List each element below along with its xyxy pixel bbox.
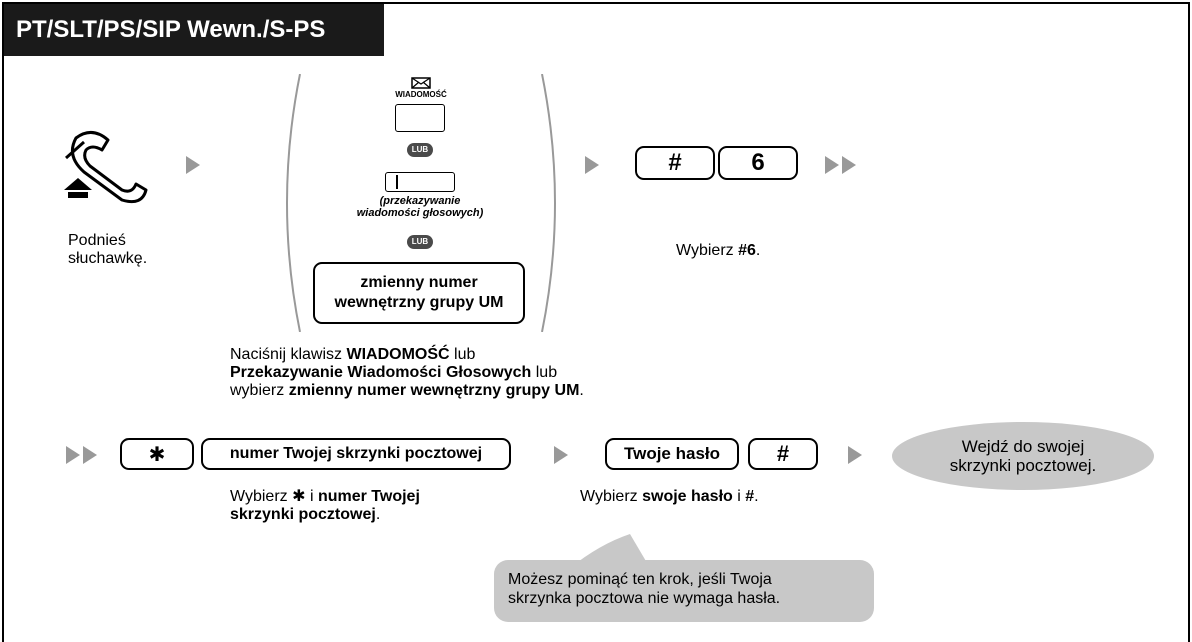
step-arrow	[186, 156, 200, 174]
six-key[interactable]: 6	[718, 146, 798, 180]
step3-caption: Wybierz #6.	[676, 242, 761, 259]
star-key[interactable]: ✱	[120, 438, 194, 470]
continue-arrow	[66, 446, 80, 464]
voicemail-transfer-button[interactable]	[385, 172, 455, 192]
continue-arrow	[83, 446, 97, 464]
envelope-icon	[411, 77, 431, 89]
options-bracket	[286, 74, 556, 332]
step-arrow	[848, 446, 862, 464]
message-key-label: WIADOMOŚĆ	[395, 90, 447, 99]
result-ellipse: Wejdź do swojej skrzynki pocztowej.	[892, 422, 1154, 490]
step4-caption: Wybierz ✱ i numer Twojej skrzynki poczto…	[230, 488, 420, 523]
voicemail-transfer-caption: (przekazywanie wiadomości głosowych)	[356, 195, 484, 219]
optional-step-note: Możesz pominąć ten krok, jeśli Twoja skr…	[494, 560, 874, 622]
step5-caption: Wybierz swoje hasło i #.	[580, 488, 759, 505]
step2-caption: Naciśnij klawisz WIADOMOŚĆ lub Przekazyw…	[230, 346, 584, 399]
hash-key[interactable]: #	[748, 438, 818, 470]
or-badge: LUB	[407, 235, 433, 249]
step-arrow	[585, 156, 599, 174]
page-title: PT/SLT/PS/SIP Wewn./S-PS	[4, 4, 384, 56]
step-arrow	[554, 446, 568, 464]
or-badge: LUB	[407, 143, 433, 157]
handset-off-hook-icon	[64, 131, 148, 204]
hash-key[interactable]: #	[635, 146, 715, 180]
message-button[interactable]	[395, 104, 445, 132]
next-arrow	[842, 156, 856, 174]
step1-caption: Podnieś słuchawkę.	[68, 232, 148, 267]
next-arrow	[825, 156, 839, 174]
key-divider	[396, 175, 398, 189]
um-group-extension-button[interactable]: zmienny numer wewnętrzny grupy UM	[313, 262, 525, 324]
note-bubble-tail	[570, 534, 650, 568]
mailbox-number-key[interactable]: numer Twojej skrzynki pocztowej	[201, 438, 511, 470]
password-key[interactable]: Twoje hasło	[605, 438, 739, 470]
star-icon: ✱	[292, 488, 306, 505]
